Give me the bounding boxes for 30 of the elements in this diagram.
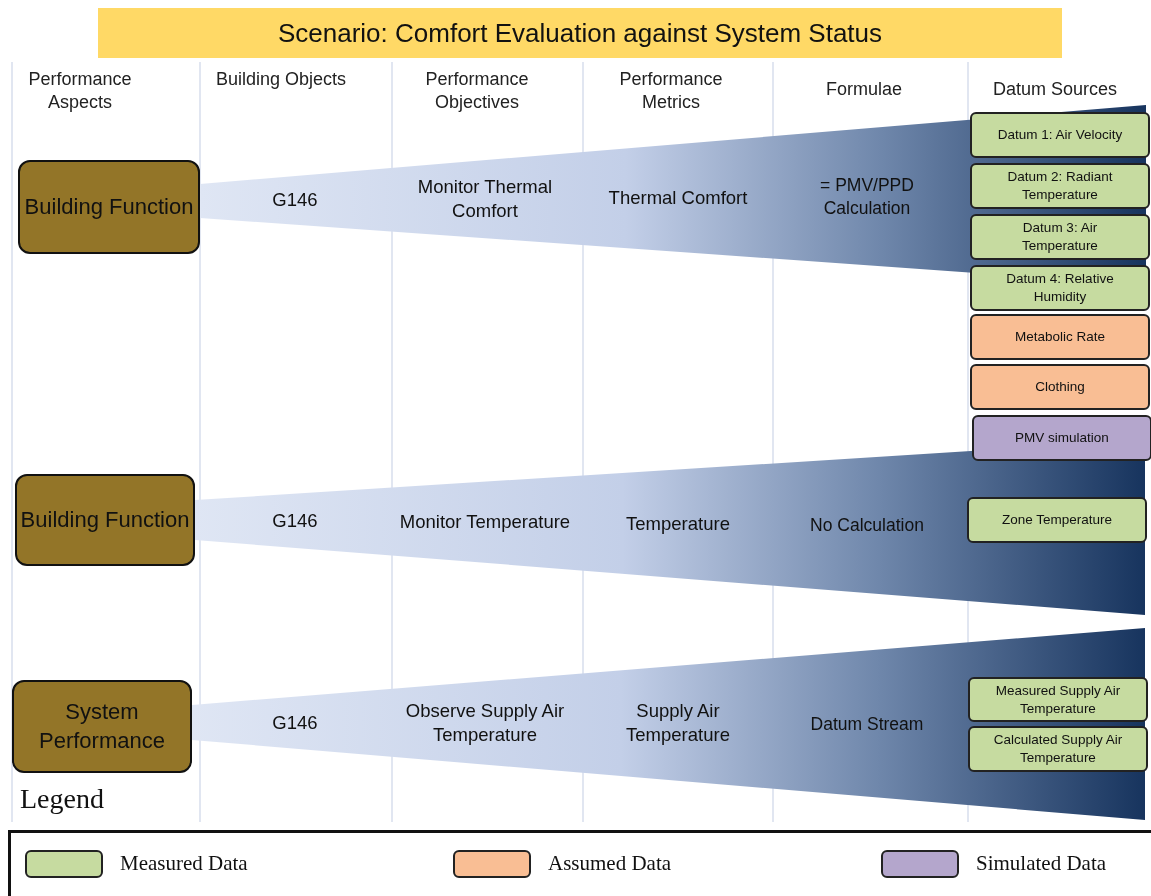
formula-text: Datum Stream xyxy=(809,712,925,735)
object-code: G146 xyxy=(271,710,319,735)
objective-text: Monitor Temperature xyxy=(398,510,572,535)
aspect-box: Building Function xyxy=(18,160,200,254)
objective-text: Observe Supply Air Temperature xyxy=(404,698,566,747)
formula-text: = PMV/PPD Calculation xyxy=(819,174,915,220)
column-header: Performance Objectives xyxy=(424,68,530,115)
object-code: G146 xyxy=(271,508,319,533)
data-source-box: Metabolic Rate xyxy=(970,314,1150,360)
objective-text: Monitor Thermal Comfort xyxy=(416,175,554,224)
column-header: Performance Aspects xyxy=(27,68,133,115)
object-code: G146 xyxy=(271,188,319,213)
metric-text: Thermal Comfort xyxy=(607,185,749,210)
column-header: Building Objects xyxy=(214,68,348,91)
column-header: Formulae xyxy=(825,78,903,101)
aspect-box: System Performance xyxy=(12,680,192,773)
column-header: Performance Metrics xyxy=(618,68,724,115)
data-source-box: Datum 4: Relative Humidity xyxy=(970,265,1150,311)
metric-text: Temperature xyxy=(625,511,731,536)
legend-heading: Legend xyxy=(20,783,104,815)
data-source-box: PMV simulation xyxy=(972,415,1151,461)
legend-text: Simulated Data xyxy=(976,851,1107,876)
metric-text: Supply Air Temperature xyxy=(625,699,731,748)
title-banner: Scenario: Comfort Evaluation against System Status xyxy=(98,8,1062,58)
legend-text: Assumed Data xyxy=(548,851,672,876)
formula-text: No Calculation xyxy=(809,513,925,537)
column-header: Datum Sources xyxy=(991,78,1119,101)
legend-text: Measured Data xyxy=(120,851,248,876)
aspect-box: Building Function xyxy=(15,474,195,566)
data-source-box: Clothing xyxy=(970,364,1150,410)
